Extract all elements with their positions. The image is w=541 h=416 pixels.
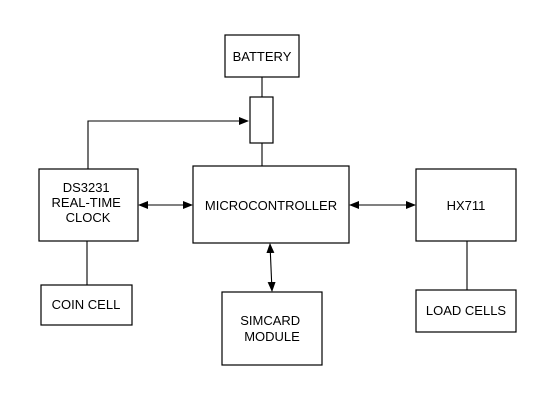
microcontroller-block: MICROCONTROLLER (192, 165, 350, 244)
svg-text:MICROCONTROLLER: MICROCONTROLLER (205, 198, 337, 213)
regulator-block (249, 96, 274, 144)
rtc-label-line-1: DS3231 (63, 180, 110, 195)
simcard-label-line-2: MODULE (244, 329, 300, 344)
coin-cell-label: COIN CELL (52, 297, 121, 312)
load-cells-block: LOAD CELLS (415, 289, 517, 333)
rtc-label-line-3: CLOCK (66, 210, 111, 225)
simcard-module-block: SIMCARD MODULE (221, 291, 323, 366)
svg-text:HX711: HX711 (447, 198, 486, 213)
hx711-label: HX711 (447, 198, 486, 213)
svg-text:COIN CELL: COIN CELL (52, 297, 121, 312)
rtc-to-regulator-arrow (87, 117, 249, 169)
coin-cell-block: COIN CELL (40, 284, 133, 326)
svg-text:DS3231 REAL-TIME C: DS3231 REAL-TIME CLOCK (52, 180, 125, 225)
load-cells-label: LOAD CELLS (426, 303, 507, 318)
svg-text:SIMCARD MODULE: SIMCARD MODULE (240, 313, 304, 344)
rtc-label-line-2: REAL-TIME (52, 195, 122, 210)
mcu-simcard-bidirectional-arrow (266, 243, 276, 292)
battery-label: BATTERY (233, 49, 292, 64)
simcard-label-line-1: SIMCARD (240, 313, 300, 328)
rtc-block: DS3231 REAL-TIME CLOCK (38, 168, 139, 242)
svg-text:LOAD CELLS: LOAD CELLS (426, 303, 507, 318)
microcontroller-label: MICROCONTROLLER (205, 198, 337, 213)
battery-block: BATTERY (224, 34, 300, 78)
hx711-block: HX711 (415, 168, 517, 242)
svg-text:BATTERY: BATTERY (233, 49, 292, 64)
